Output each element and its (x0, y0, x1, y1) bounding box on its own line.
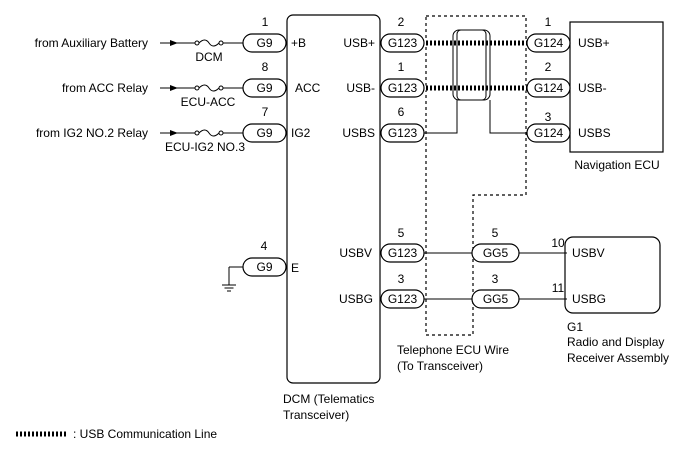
source-aux-label: from Auxiliary Battery (35, 36, 148, 50)
conn-code-g123-4: G123 (388, 246, 418, 260)
pin-num-usb-minus: 1 (398, 60, 405, 74)
arrow-b (170, 40, 178, 46)
connector-g9-ig2 (242, 123, 287, 143)
connector-g9-acc (242, 78, 287, 98)
radio-pin-usbg: USBG (572, 292, 606, 306)
source-ig2-label: from IG2 NO.2 Relay (36, 126, 148, 140)
connector-g124-usb-plus (526, 33, 571, 53)
dcm-pin-usb-minus: USB- (346, 81, 375, 95)
conn-code-g123-5: G123 (388, 292, 418, 306)
conn-code-g124-1: G124 (534, 36, 564, 50)
wire-usbs-nav (489, 100, 527, 134)
fuse-ecu-acc-icon (194, 84, 224, 92)
fuse-dcm-icon (194, 39, 224, 47)
nav-pin-num-3: 3 (545, 110, 552, 124)
fuse-dcm-label: DCM (195, 50, 222, 64)
pin-num-ig2: 7 (262, 105, 269, 119)
wire-usbs-dcm (424, 100, 458, 134)
conn-code-g123-1: G123 (388, 36, 418, 50)
connector-g123-usbv (380, 243, 425, 263)
connector-g123-usbs (380, 123, 425, 143)
navigation-ecu-box (569, 21, 664, 153)
connector-g123-usb-minus (380, 78, 425, 98)
nav-pin-num-1: 1 (545, 15, 552, 29)
conn-code-b: G9 (256, 36, 272, 50)
fuse-ecu-ig2-label: ECU-IG2 NO.3 (165, 140, 245, 154)
radio-label-line2: Receiver Assembly (567, 351, 669, 365)
dcm-pin-b: +B (291, 36, 306, 50)
dcm-label-line2: Transceiver) (283, 408, 349, 422)
pin-num-acc: 8 (262, 60, 269, 74)
legend-label: : USB Communication Line (73, 427, 217, 441)
nav-pin-usbs: USBS (578, 126, 611, 140)
dcm-pin-usb-plus: USB+ (343, 36, 375, 50)
radio-pin-num-11: 11 (552, 281, 565, 295)
dcm-box (286, 14, 381, 384)
conn-code-e: G9 (256, 260, 272, 274)
pin-num-b: 1 (262, 15, 269, 29)
connector-g9-e (242, 257, 287, 277)
fuse-ecu-acc-label: ECU-ACC (181, 95, 236, 109)
navigation-ecu-label: Navigation ECU (574, 158, 659, 172)
ground-icon (222, 284, 236, 292)
radio-pin-usbv: USBV (572, 246, 605, 260)
conn-code-gg5-1: GG5 (483, 246, 509, 260)
fuse-ecu-ig2-icon (194, 129, 224, 137)
conn-code-gg5-2: GG5 (483, 292, 509, 306)
dcm-pin-usbg: USBG (339, 292, 373, 306)
dcm-pin-usbv: USBV (339, 246, 372, 260)
telephone-wire-harness-outline (425, 15, 527, 336)
radio-pin-num-10: 10 (551, 236, 565, 250)
dcm-pin-usbs: USBS (342, 126, 375, 140)
connector-g123-usb-plus (380, 33, 425, 53)
radio-receiver-box (564, 236, 661, 314)
connector-g9-b (242, 33, 287, 53)
gg5-pin-num-2: 3 (492, 272, 499, 286)
pin-num-usbs: 6 (398, 105, 405, 119)
connector-gg5-usbg (471, 289, 520, 309)
dcm-pin-ig2: IG2 (291, 126, 311, 140)
nav-pin-num-2: 2 (545, 60, 552, 74)
dcm-pin-e: E (291, 261, 299, 275)
conn-code-acc: G9 (256, 81, 272, 95)
conn-code-g123-3: G123 (388, 126, 418, 140)
conn-code-g123-2: G123 (388, 81, 418, 95)
dcm-pin-acc: ACC (295, 81, 321, 95)
harness-label-line1: Telephone ECU Wire (397, 343, 509, 357)
connector-gg5-usbv (471, 243, 520, 263)
gg5-pin-num-1: 5 (492, 226, 499, 240)
connector-g124-usb-minus (526, 78, 571, 98)
pin-num-usbv: 5 (398, 226, 405, 240)
conn-code-ig2: G9 (256, 126, 272, 140)
arrow-ig2 (170, 130, 178, 136)
nav-pin-usb-minus: USB- (578, 81, 607, 95)
arrow-acc (170, 85, 178, 91)
dcm-label-line1: DCM (Telematics (283, 392, 374, 406)
source-acc-label: from ACC Relay (62, 81, 148, 95)
harness-label-line2: (To Transceiver) (397, 359, 483, 373)
nav-pin-usb-plus: USB+ (578, 36, 610, 50)
conn-code-g124-2: G124 (534, 81, 564, 95)
pin-num-e: 4 (261, 239, 268, 253)
pin-num-usbg: 3 (398, 272, 405, 286)
pin-num-usb-plus: 2 (398, 15, 405, 29)
radio-label-line1: Radio and Display (567, 335, 664, 349)
connector-g123-usbg (380, 289, 425, 309)
connector-g124-usbs (526, 123, 571, 143)
radio-id-label: G1 (567, 320, 583, 334)
conn-code-g124-3: G124 (534, 126, 564, 140)
